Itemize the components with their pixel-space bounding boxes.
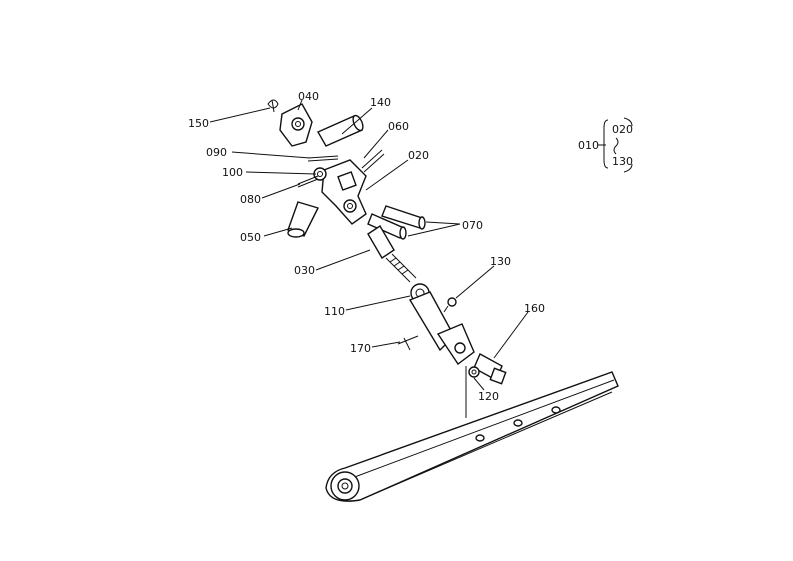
label-090: 090 <box>206 146 227 159</box>
legend-bottom-label: 130 <box>612 155 633 168</box>
lower-link-arm <box>325 366 619 502</box>
legend-main-label: 010 <box>578 139 599 152</box>
pin-160 <box>473 353 507 385</box>
label-100: 100 <box>222 166 243 179</box>
label-120: 120 <box>478 390 499 403</box>
clip-150 <box>267 99 279 113</box>
turnbuckle-rod-030 <box>367 225 417 283</box>
label-170: 170 <box>350 342 371 355</box>
label-150: 150 <box>188 117 209 130</box>
pin-090 <box>307 155 339 162</box>
label-060: 060 <box>388 120 409 133</box>
cotter-pin-170 <box>397 335 419 351</box>
label-130: 130 <box>490 255 511 268</box>
label-140: 140 <box>370 96 391 109</box>
label-110: 110 <box>324 305 345 318</box>
lower-tube <box>408 291 475 366</box>
upper-fork-040 <box>279 103 313 147</box>
pin-070-a <box>381 205 426 230</box>
label-160: 160 <box>524 302 545 315</box>
legend-top-label: 020 <box>612 123 633 136</box>
pin-050 <box>287 201 319 238</box>
pin-070-b <box>367 213 407 240</box>
spring-pin-060 <box>361 149 385 173</box>
label-070: 070 <box>462 219 483 232</box>
bolt-080 <box>297 175 319 188</box>
label-040: 040 <box>298 90 319 103</box>
label-020: 020 <box>408 149 429 162</box>
grease-nipple-130 <box>443 297 457 313</box>
universal-joint-020 <box>321 159 367 225</box>
nut-120 <box>468 366 480 378</box>
label-080: 080 <box>240 193 261 206</box>
label-050: 050 <box>240 231 261 244</box>
leader-lines <box>209 99 529 391</box>
label-030: 030 <box>294 264 315 277</box>
pin-140 <box>317 114 364 147</box>
assembly-legend: 010 020 130 <box>578 117 633 173</box>
